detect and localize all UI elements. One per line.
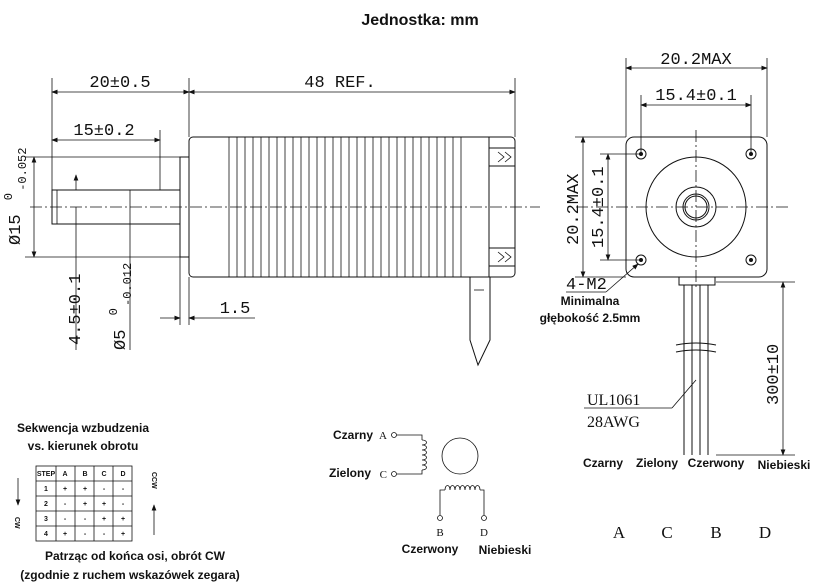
table-row: 1 + + - - — [44, 486, 125, 493]
front-view: 20.2MAX 15.4±0.1 20.2MAX 15.4±0.1 4-M2 M… — [540, 51, 811, 542]
phase-letter-c: C — [661, 523, 672, 542]
wire-color-red: Czerwony — [688, 456, 745, 470]
sequence-note-line2: (zgodnie z ruchem wskazówek zegara) — [20, 568, 239, 582]
schematic-pin-a: A — [379, 430, 387, 442]
dim-flat-length: 15±0.2 — [73, 122, 134, 141]
dim-flange-diameter-value: Ø15 — [7, 214, 26, 245]
dim-shaft-tol-upper: 0 — [107, 308, 121, 315]
cable-spec-line2: 28AWG — [587, 414, 640, 431]
table-cell: 2 — [44, 501, 48, 508]
dim-front-hole-spacing-y: 15.4±0.1 — [590, 166, 609, 248]
dim-shaft-diameter-value: Ø5 — [112, 330, 131, 350]
table-cell: + — [102, 501, 106, 508]
phase-letter-a: A — [613, 523, 626, 542]
dim-flange-tol-lower: -0.052 — [16, 148, 30, 191]
table-cell: 1 — [44, 486, 48, 493]
table-cell: + — [83, 486, 87, 493]
schematic-pin-b: B — [436, 527, 443, 539]
table-header-cell: C — [101, 471, 106, 478]
dim-lead-length: 300±10 — [765, 344, 784, 405]
dim-front-width: 20.2MAX — [660, 51, 731, 70]
table-cell: - — [122, 501, 125, 508]
wire-color-black: Czarny — [583, 456, 623, 470]
table-cell: - — [64, 516, 67, 523]
sequence-note-line1: Patrząc od końca osi, obrót CW — [45, 549, 226, 563]
table-cell: - — [64, 501, 67, 508]
table-cell: + — [102, 516, 106, 523]
table-cell: - — [84, 531, 87, 538]
dim-shaft-length: 20±0.5 — [89, 74, 150, 93]
phase-letter-d: D — [759, 523, 771, 542]
sequence-table-header: STEP A B C D — [37, 471, 126, 478]
depth-note-line1: Minimalna — [561, 294, 620, 308]
dim-body-length: 48 REF. — [304, 74, 375, 93]
lead-wires — [683, 285, 709, 455]
schematic-pin-d: D — [480, 527, 488, 539]
sequence-heading-line1: Sekwencja wzbudzenia — [17, 421, 149, 435]
table-cell: - — [122, 486, 125, 493]
schematic-label-red: Czerwony — [402, 542, 459, 556]
table-cell: + — [121, 531, 125, 538]
side-view: 20±0.5 48 REF. 15±0.2 Ø15 0 -0.052 4.5±0… — [0, 74, 540, 367]
table-row: 3 - - + + — [44, 516, 125, 523]
phase-letter-b: B — [710, 523, 721, 542]
table-header-cell: D — [120, 471, 125, 478]
excitation-sequence: Sekwencja wzbudzenia vs. kierunek obrotu… — [13, 421, 240, 582]
table-row: 2 - + + - — [44, 501, 125, 508]
table-cell: + — [63, 486, 67, 493]
dim-shaft-tol-lower: -0.012 — [121, 263, 135, 306]
dim-flange-diameter: Ø15 0 -0.052 — [0, 148, 30, 245]
table-cell: - — [103, 486, 106, 493]
dim-flange-tol-upper: 0 — [2, 193, 16, 200]
unit-title: Jednostka: mm — [361, 12, 478, 29]
table-cell: + — [83, 501, 87, 508]
table-header-cell: A — [62, 471, 67, 478]
wire-color-blue: Niebieski — [758, 458, 811, 472]
thread-callout: 4-M2 — [566, 276, 607, 295]
wire-color-green: Zielony — [636, 456, 678, 470]
table-cell: - — [84, 516, 87, 523]
sequence-heading-line2: vs. kierunek obrotu — [28, 439, 139, 453]
ccw-label: CCW — [150, 472, 157, 489]
wiring-schematic: Czarny A Zielony C B D Czerwony Niebiesk… — [329, 428, 531, 557]
cw-label: CW — [13, 517, 20, 529]
schematic-label-green: Zielony — [329, 466, 371, 480]
dim-front-hole-spacing-x: 15.4±0.1 — [655, 87, 737, 106]
dim-front-height: 20.2MAX — [565, 174, 584, 245]
dim-flange-thickness: 1.5 — [220, 300, 251, 319]
schematic-pin-c: C — [380, 469, 387, 481]
depth-note-line2: głębokość 2.5mm — [540, 311, 641, 325]
table-cell: 4 — [44, 531, 48, 538]
dim-flat-depth: 4.5±0.1 — [67, 274, 86, 345]
schematic-label-black: Czarny — [333, 428, 373, 442]
table-cell: 3 — [44, 516, 48, 523]
table-header-cell: B — [82, 471, 87, 478]
table-cell: - — [103, 531, 106, 538]
table-header-cell: STEP — [37, 471, 56, 478]
table-row: 4 + - - + — [44, 531, 125, 538]
table-cell: + — [121, 516, 125, 523]
dim-shaft-diameter: Ø5 0 -0.012 — [104, 263, 135, 350]
cable-spec-line1: UL1061 — [587, 392, 640, 409]
schematic-label-blue: Niebieski — [479, 543, 532, 557]
table-cell: + — [63, 531, 67, 538]
